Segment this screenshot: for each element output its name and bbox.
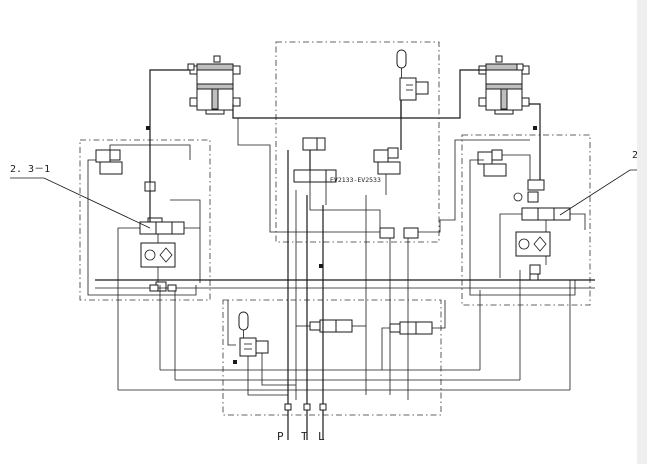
bottom-module-boundary: [222, 299, 442, 416]
page-edge: [637, 0, 647, 464]
port-markers: [146, 126, 539, 411]
right-module-boundary: [461, 134, 591, 306]
left-module-boundary: [79, 139, 211, 301]
center-module-boundary: [275, 41, 440, 243]
port-label-p: P: [277, 430, 284, 443]
accumulator-bottom: [238, 311, 269, 357]
bottom-solenoid-valves: [309, 319, 433, 335]
boundary-boxes: [79, 41, 591, 416]
right-module-valves: [477, 149, 571, 275]
left-module-valves: [95, 149, 185, 292]
port-label-t: T: [301, 430, 308, 443]
center-module-valves: [293, 137, 419, 239]
piping: [87, 69, 595, 440]
right-cylinder: [478, 55, 530, 115]
valve-group-label: EV2133-EV2533: [330, 176, 381, 184]
left-cylinder: [187, 55, 241, 115]
accumulator-top: [396, 49, 429, 101]
callout-label-left: 2. 3－1: [10, 164, 50, 175]
port-label-l: L: [318, 430, 325, 443]
